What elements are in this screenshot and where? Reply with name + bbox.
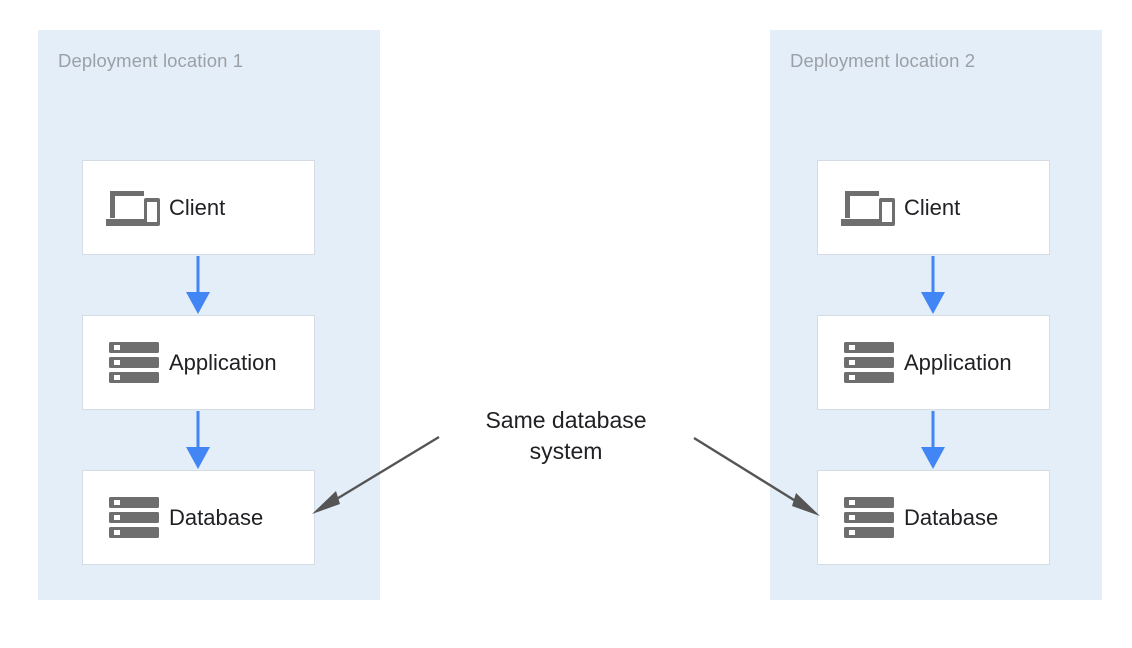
annotation-line-1: Same database (485, 407, 647, 433)
node-client-zone-1[interactable]: Client (82, 160, 315, 255)
zone-1-label: Deployment location 1 (58, 50, 244, 71)
annotation-line-2: system (529, 437, 603, 464)
node-application-zone-2[interactable]: Application (817, 315, 1050, 410)
server-icon (103, 494, 165, 542)
node-label: Client (904, 194, 961, 220)
node-label: Application (904, 349, 1012, 375)
zone-2-label: Deployment location 2 (790, 50, 976, 71)
node-database-zone-2[interactable]: Database (817, 470, 1050, 565)
devices-icon (103, 184, 165, 232)
server-icon (838, 494, 900, 542)
node-label: Application (169, 349, 277, 375)
node-application-zone-1[interactable]: Application (82, 315, 315, 410)
node-label: Client (169, 194, 226, 220)
annotation-label: Same database system (446, 405, 686, 466)
server-icon (103, 339, 165, 387)
node-label: Database (904, 504, 999, 530)
node-label: Database (169, 504, 264, 530)
devices-icon (838, 184, 900, 232)
server-icon (838, 339, 900, 387)
node-database-zone-1[interactable]: Database (82, 470, 315, 565)
node-client-zone-2[interactable]: Client (817, 160, 1050, 255)
